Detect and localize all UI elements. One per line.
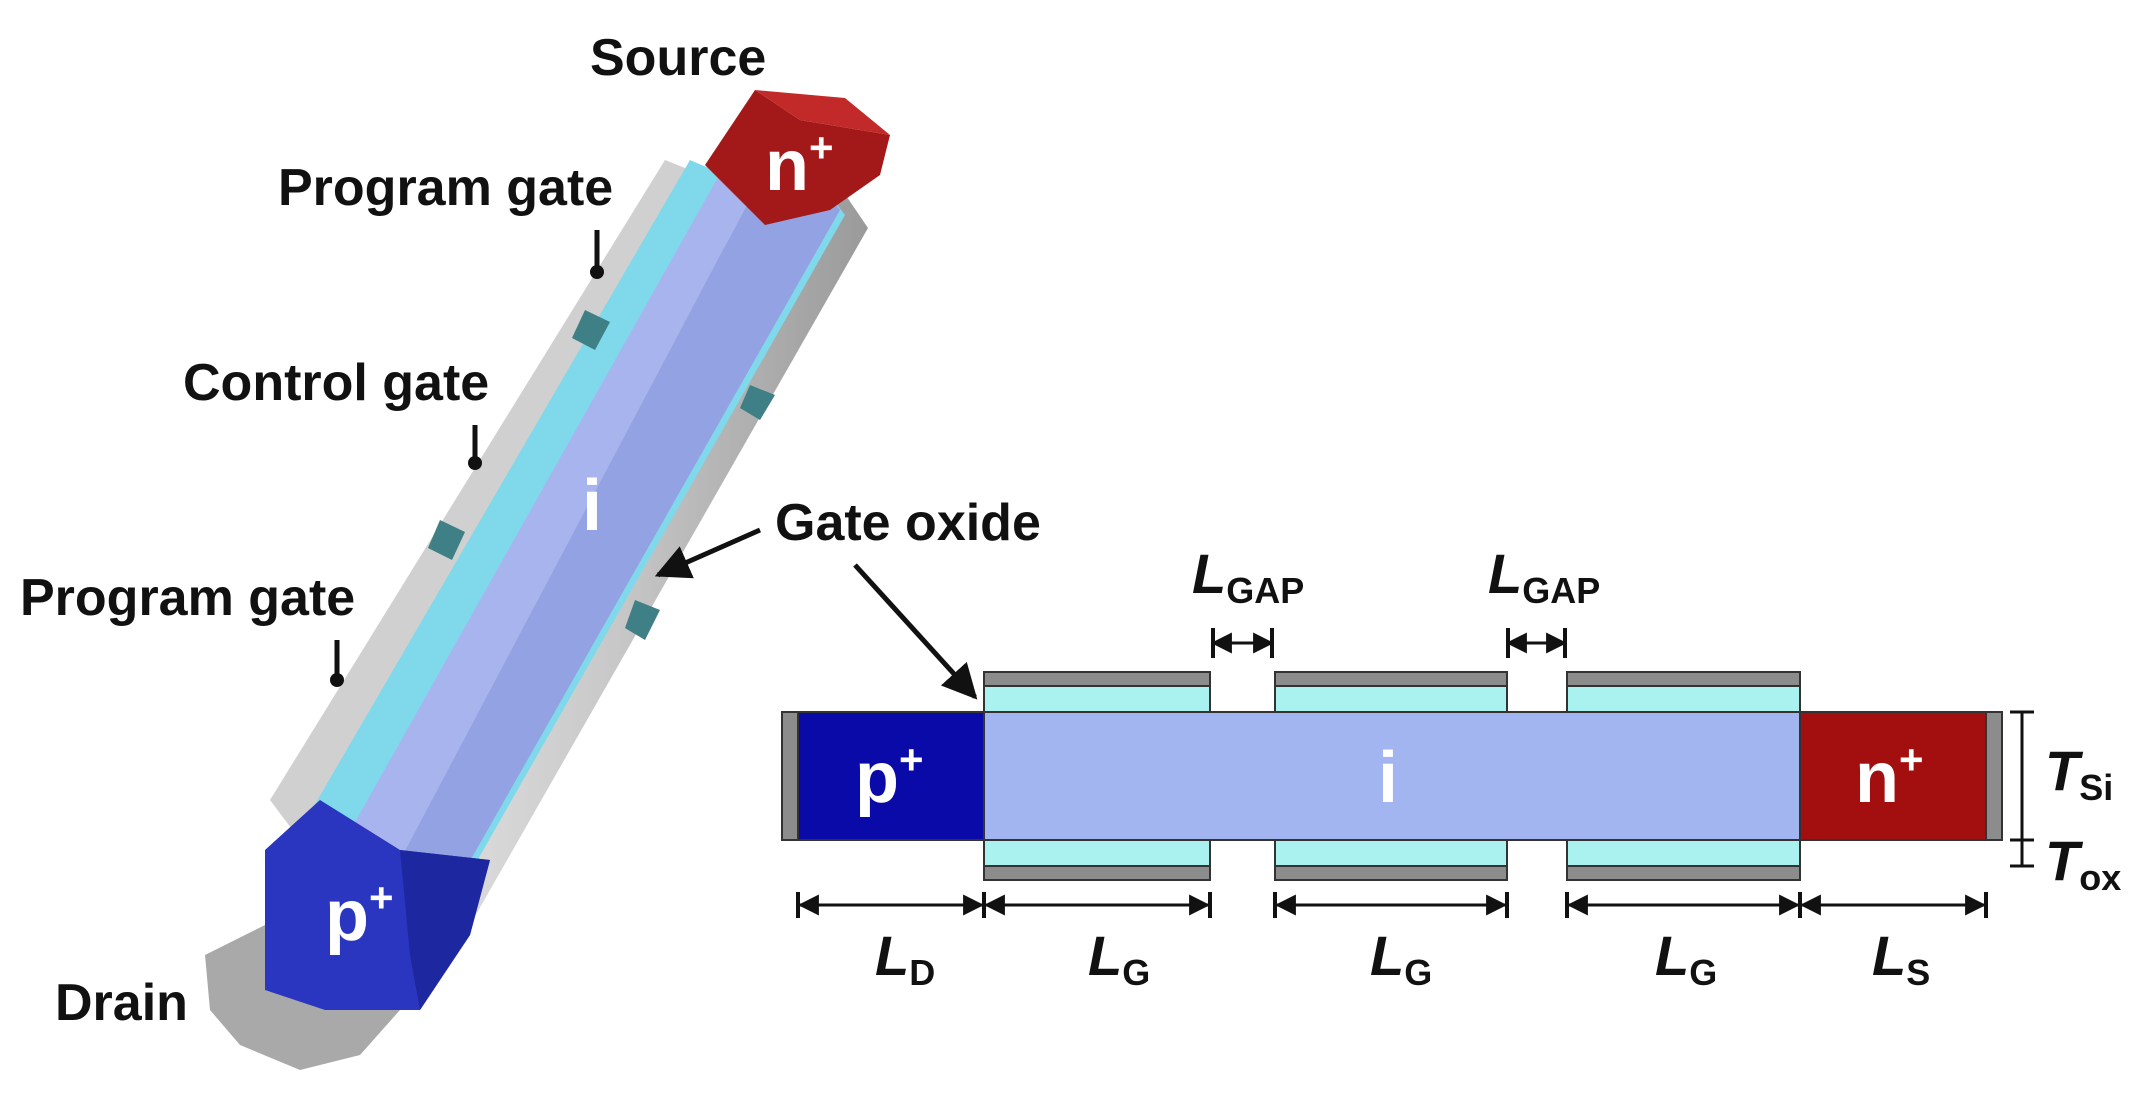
program-gate-top-dot [590,265,604,279]
program-gate-top-label: Program gate [278,159,613,217]
source-contact-2d [1985,711,2003,841]
gate-metal-bottom-1 [983,865,1211,881]
oxide-strip-left [300,160,725,855]
gate-oxide-label: Gate oxide [775,494,1041,552]
gate-metal-top-2 [1274,671,1508,687]
gate-metal-top-3 [1566,671,1801,687]
gap-2-label: LGAP [1488,542,1600,611]
gate-oxide-bottom-3 [1566,839,1801,867]
t-ox-label: Tox [2045,829,2121,898]
intrinsic-body-side [400,160,840,905]
gate-metal-bottom-2 [1274,865,1508,881]
program-gate-bottom-label: Program gate [20,569,355,627]
gap-marker-top-left [572,310,610,350]
t-si-label: TSi [2045,739,2113,808]
gap-marker-bottom-right [625,600,660,640]
program-gate-bottom-dot [330,673,344,687]
gate-oxide-bottom-2 [1274,839,1508,867]
p-plus-drain-side [400,850,490,1010]
intrinsic-3d-label: i [582,466,602,546]
l-s-label: LS [1872,924,1930,993]
gap-1-label: LGAP [1192,542,1304,611]
gate-oxide-bottom-1 [983,839,1211,867]
gate-oxide-top-3 [1566,685,1801,713]
drain-label: Drain [55,974,188,1032]
gate-oxide-top-1 [983,685,1211,713]
gap-marker-bottom-left [428,520,465,560]
gate-stack-bottom [983,839,1801,881]
gate-metal-bottom-3 [1566,865,1801,881]
gate-oxide-arrow-3d [654,527,762,579]
control-gate-dot [468,456,482,470]
l-g2-label: LG [1370,924,1432,993]
intrinsic-region-2d [983,711,1801,841]
device-3d-view: n+ p+ i Source Program gate Control gate… [20,29,1041,1070]
n-plus-region-2d [1799,711,1987,841]
source-label: Source [590,29,766,87]
l-d-label: LD [875,924,935,993]
n-plus-source-3d [705,90,890,225]
length-dimensions [796,892,1988,918]
gate-metal-top-1 [983,671,1211,687]
gate-oxide-arrow-2d [853,563,978,700]
control-gate-label: Control gate [183,354,489,412]
gate-oxide-top-2 [1274,685,1508,713]
n-plus-source-top [755,90,890,135]
l-g1-label: LG [1088,924,1150,993]
n-region-3d-label: n+ [765,124,834,206]
drain-contact-2d [781,711,799,841]
n-region-2d-label: n+ [1855,736,1924,818]
l-g3-label: LG [1655,924,1717,993]
p-region-3d-label: p+ [325,874,394,956]
intrinsic-body-front [345,170,760,860]
gap-marker-top-right [740,385,775,420]
device-cross-section: p+ i n+ LGAP LGAP TSi Tox [781,542,2121,993]
intrinsic-2d-label: i [1378,738,1398,818]
gate-stack-top [983,671,1801,713]
p-region-2d-label: p+ [855,736,924,818]
